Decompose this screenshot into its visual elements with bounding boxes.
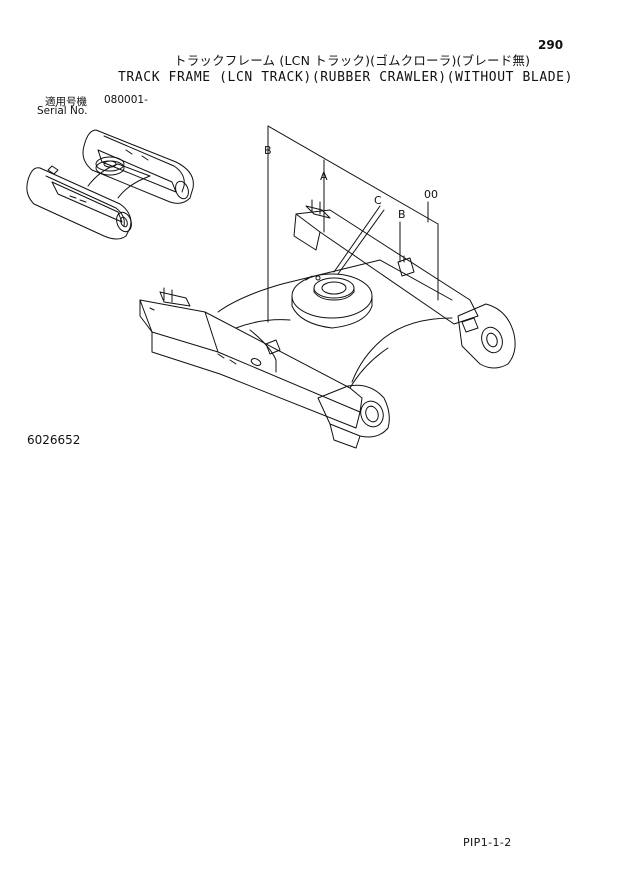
- callout-leader-lines: [267, 125, 439, 323]
- serial-label-japanese: 適用号機: [45, 96, 87, 108]
- page-number: 290: [538, 38, 564, 52]
- document-code: PIP1-1-2: [463, 836, 512, 849]
- callout-label-a: A: [320, 170, 328, 183]
- page-title-japanese: トラックフレーム (LCN トラック)(ゴムクローラ)(ブレード無): [174, 53, 531, 68]
- callout-label-00: 00: [424, 188, 438, 201]
- track-frame-drawing: [139, 199, 516, 449]
- callout-label-b-left: B: [264, 144, 272, 157]
- page-title-english: TRACK FRAME (LCN TRACK)(RUBBER CRAWLER)(…: [118, 70, 574, 85]
- serial-number-value: 080001-: [104, 94, 148, 106]
- inset-overview-drawing: [26, 129, 194, 240]
- figure-number: 6026652: [27, 433, 81, 447]
- callout-label-b-right: B: [398, 208, 406, 221]
- callout-label-c: C: [374, 194, 382, 207]
- serial-label-english: Serial No.: [37, 105, 88, 117]
